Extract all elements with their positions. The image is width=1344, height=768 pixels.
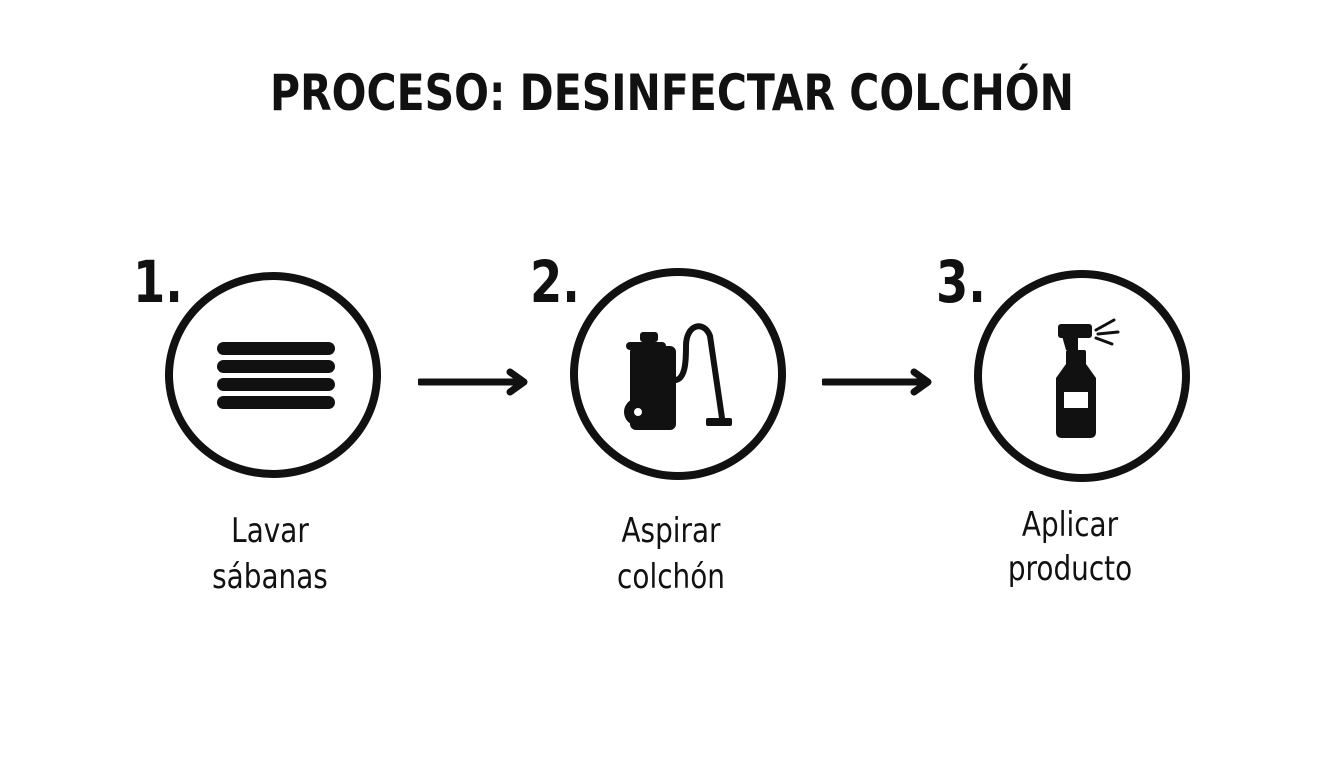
spray-bottle-icon (1056, 318, 1120, 438)
step-3-label-line-2: producto (1007, 549, 1133, 589)
step-2-circle (570, 268, 786, 480)
vacuum-cleaner-icon (624, 323, 732, 430)
step-3-circle (974, 270, 1190, 482)
step-2-number: 2. (530, 248, 580, 316)
page-title: PROCESO: DESINFECTAR COLCHÓN (270, 64, 1074, 122)
sheets-icon (217, 342, 335, 409)
arrow-2 (822, 368, 932, 396)
step-3-label-line-1: Aplicar (1021, 505, 1119, 545)
step-1-circle (165, 272, 381, 478)
step-1-label: Lavar sábanas (212, 511, 328, 597)
step-1-number: 1. (133, 248, 183, 316)
arrow-1 (418, 368, 528, 396)
step-2-label: Aspirar colchón (617, 511, 725, 597)
step-3-number: 3. (936, 248, 986, 316)
